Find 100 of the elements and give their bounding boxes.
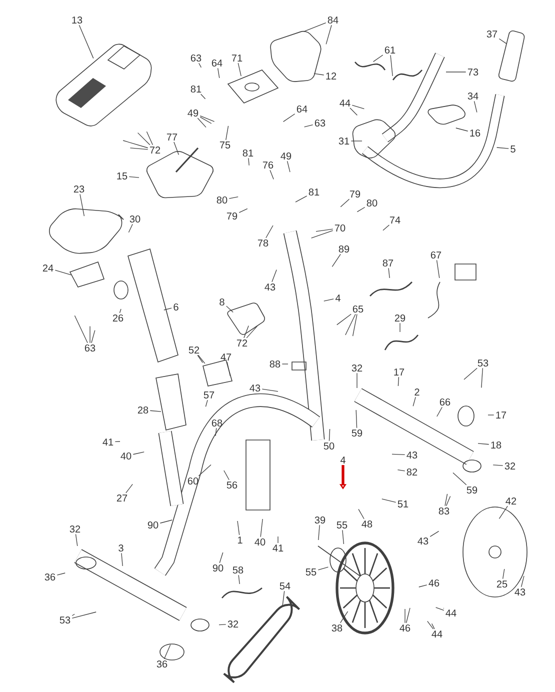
callout-number: 44 <box>446 610 456 616</box>
leader-line <box>314 73 324 76</box>
callout-number: 2 <box>414 388 420 396</box>
leader-line <box>324 298 334 302</box>
callout-number: 77 <box>166 134 178 140</box>
callout-number: 47 <box>220 354 232 360</box>
callout-number: 32 <box>70 525 80 533</box>
callout-number: 17 <box>496 412 506 418</box>
callout-number: 51 <box>398 500 408 508</box>
leader-line <box>478 443 490 445</box>
callout-number: 23 <box>74 185 84 193</box>
leader-line <box>492 464 504 466</box>
leader-line <box>226 306 234 313</box>
leader-line <box>122 140 148 148</box>
leader-line <box>427 620 434 630</box>
leader-line <box>174 142 180 156</box>
callout-number: 81 <box>308 188 320 196</box>
leader-line <box>224 470 230 480</box>
leader-line <box>350 108 358 116</box>
leader-line <box>388 268 390 278</box>
callout-number: 49 <box>188 109 198 117</box>
callout-number: 78 <box>258 239 268 247</box>
leader-line <box>356 410 358 428</box>
leader-line <box>446 496 451 506</box>
callout-number: 44 <box>340 100 350 106</box>
leader-line <box>436 406 442 417</box>
callout-number: 39 <box>314 516 326 524</box>
callout-number: 13 <box>72 16 82 24</box>
leader-line <box>464 368 478 380</box>
callout-number: 41 <box>102 438 114 446</box>
leader-line <box>356 372 358 388</box>
callout-number: 54 <box>280 582 290 590</box>
leader-line <box>226 362 231 376</box>
callout-number: 30 <box>130 215 140 223</box>
callout-number: 49 <box>280 152 292 160</box>
callout-number: 36 <box>44 573 56 581</box>
callout-number: 16 <box>470 129 480 137</box>
callout-number: 61 <box>384 46 396 54</box>
leader-line <box>198 62 202 68</box>
callout-number: 84 <box>328 16 338 24</box>
callout-number: 25 <box>496 580 508 588</box>
callout-number: 73 <box>468 68 478 76</box>
callout-number: 70 <box>334 224 346 232</box>
callout-number: 26 <box>112 314 124 322</box>
leader-line <box>295 196 308 202</box>
callout-number: 32 <box>504 462 516 470</box>
leader-line <box>238 208 248 213</box>
callout-number: 32 <box>352 364 362 372</box>
leader-line <box>356 206 366 212</box>
callout-number: 63 <box>314 119 326 127</box>
callout-number: 53 <box>478 359 488 367</box>
leader-line <box>316 228 334 232</box>
callout-number: 90 <box>212 564 224 572</box>
callout-number: 43 <box>250 384 260 392</box>
leader-line <box>498 506 508 520</box>
leader-line <box>452 472 467 486</box>
leader-line <box>390 54 393 76</box>
leader-line <box>431 623 435 630</box>
callout-number: 64 <box>296 105 308 113</box>
leader-line <box>226 126 229 140</box>
callout-number: 43 <box>406 451 418 459</box>
callout-number: 76 <box>262 161 274 169</box>
callout-number: 79 <box>350 190 360 198</box>
callout-number: 59 <box>466 486 478 494</box>
leader-line <box>137 132 150 146</box>
leader-line <box>54 270 72 276</box>
leader-line <box>340 198 350 208</box>
callout-number: 44 <box>432 630 442 638</box>
leader-line <box>318 566 329 570</box>
callout-number: 37 <box>486 30 498 38</box>
leader-line <box>326 24 332 45</box>
callout-number: 52 <box>188 346 200 354</box>
callout-number: 60 <box>188 477 198 485</box>
leader-line <box>496 147 509 149</box>
callout-number: 55 <box>336 522 348 528</box>
leader-line <box>397 469 406 472</box>
leader-line <box>310 230 334 238</box>
callout-number: 4 <box>340 456 346 464</box>
leader-line <box>336 314 352 326</box>
callout-number: 46 <box>400 624 410 632</box>
leader-line <box>119 308 122 314</box>
callout-number: 43 <box>514 588 526 596</box>
leader-line <box>197 118 206 128</box>
leader-line <box>436 260 440 278</box>
callout-number: 67 <box>430 251 442 259</box>
callout-number: 48 <box>362 520 372 528</box>
leader-line <box>128 224 133 233</box>
leader-line <box>304 124 314 128</box>
callout-number: 81 <box>242 149 254 157</box>
callout-number: 89 <box>338 245 350 253</box>
callout-number: 83 <box>438 507 450 515</box>
leader-line <box>91 330 96 344</box>
callout-number: 15 <box>117 172 128 180</box>
callout-number: 40 <box>254 538 266 546</box>
callout-number: 1 <box>238 536 242 544</box>
leader-line <box>215 428 217 436</box>
callout-number: 4 <box>335 294 340 302</box>
leader-line <box>318 524 320 540</box>
leader-line <box>502 568 505 580</box>
leader-line <box>246 326 258 338</box>
